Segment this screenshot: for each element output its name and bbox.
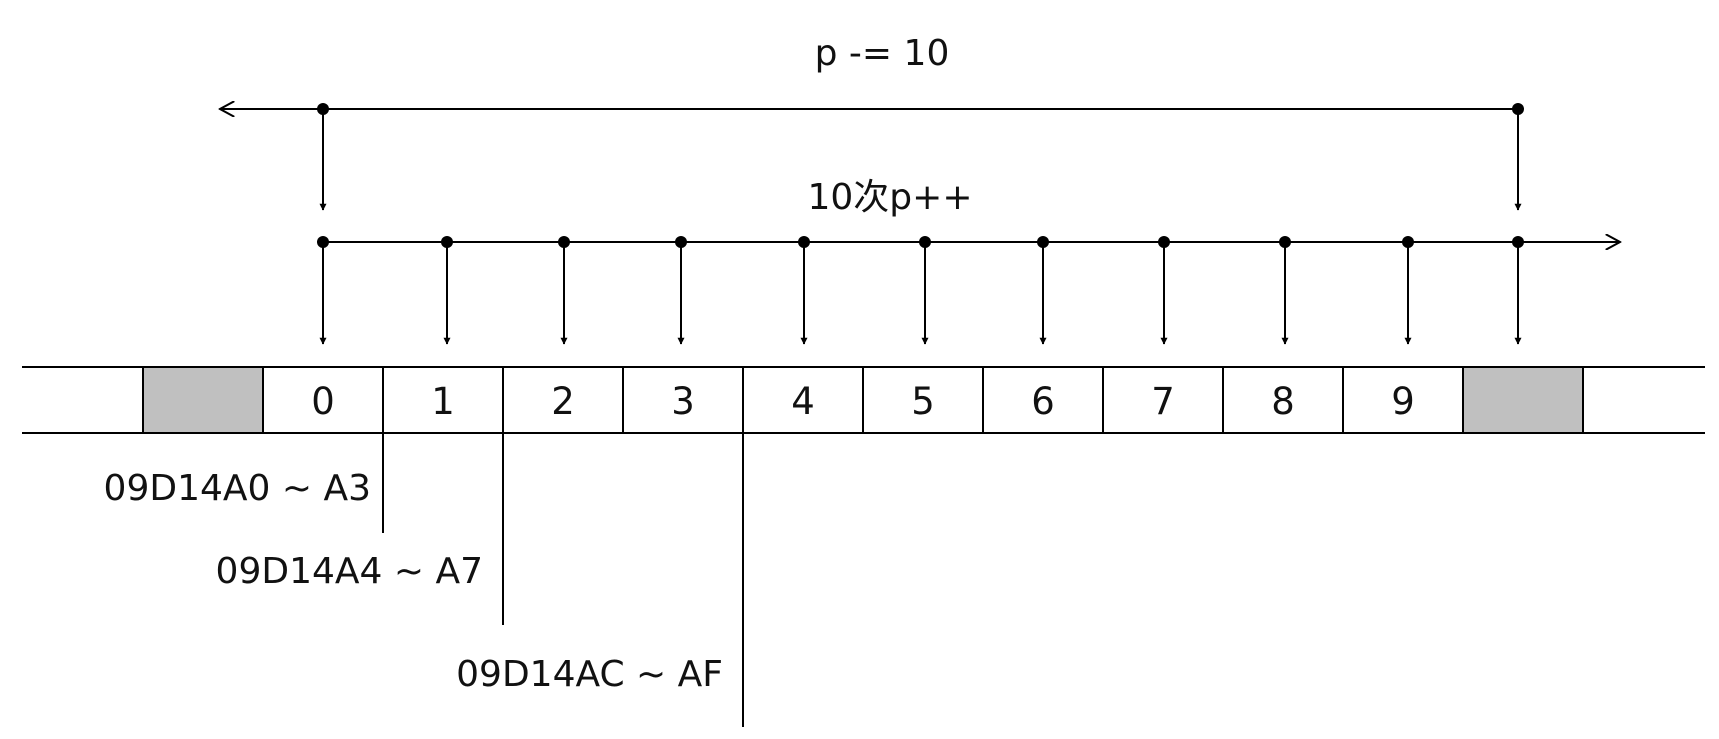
increment-arrows-group [317,236,1524,345]
shaded-cell [1463,367,1583,433]
middle-increment-label: 10次p++ [808,177,973,218]
cell-index-label-8: 8 [1271,380,1295,423]
cell-index-label-4: 4 [791,380,815,423]
cell-index-label-5: 5 [911,380,935,423]
top-operation-label: p -= 10 [815,33,950,74]
cell-index-label-2: 2 [551,380,575,423]
cell-index-label-1: 1 [431,380,455,423]
cell-index-label-7: 7 [1151,380,1175,423]
shaded-cell [143,367,263,433]
cell-index-label-0: 0 [311,380,335,423]
address-label-1: 09D14A4 ~ A7 [216,551,483,592]
cell-index-label-3: 3 [671,380,695,423]
cell-index-label-6: 6 [1031,380,1055,423]
memory-strip: 0 1 2 3 4 5 6 7 8 9 [22,366,1705,434]
address-label-0: 09D14A0 ~ A3 [104,468,371,509]
cell-index-label-9: 9 [1391,380,1415,423]
address-annotations: 09D14A0 ~ A3 09D14A4 ~ A7 09D14AC ~ AF [104,433,744,727]
address-label-2: 09D14AC ~ AF [456,654,723,695]
